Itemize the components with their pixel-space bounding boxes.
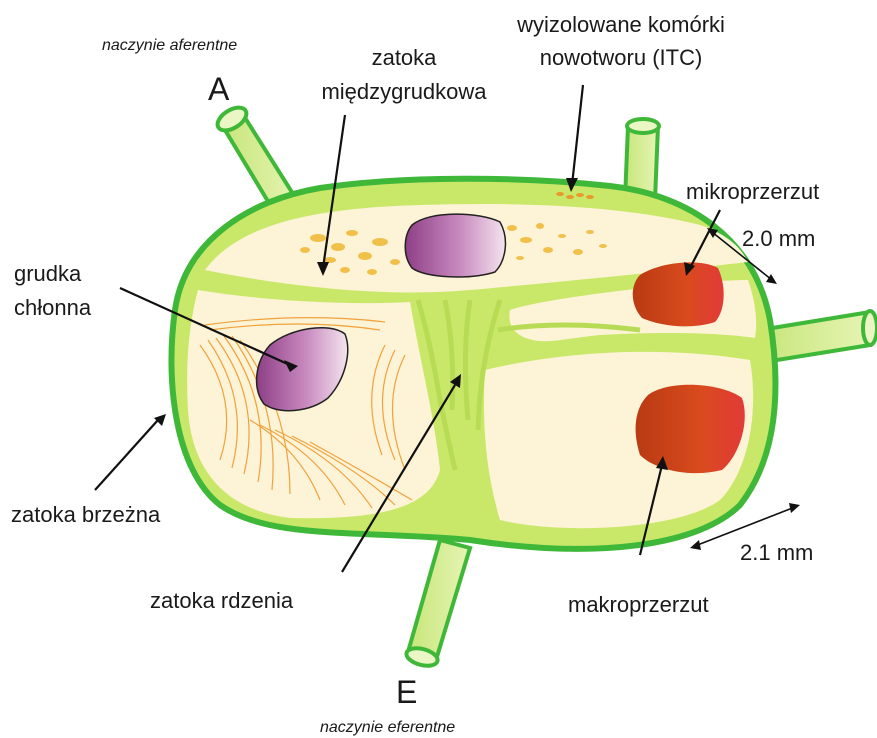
macrometastasis (636, 385, 745, 473)
efferent-vessel-label: naczynie eferentne (320, 719, 455, 736)
interfollicular-sinus-label-2: międzygrudkowa (321, 79, 487, 104)
marginal-sinus-label: zatoka brzeżna (11, 502, 161, 527)
micro-size-label: 2.0 mm (742, 226, 815, 251)
macro-size-label: 2.1 mm (740, 540, 813, 565)
afferent-vessel-right (760, 311, 877, 362)
medullary-sinus-label: zatoka rdzenia (150, 588, 294, 613)
macrometastasis-label: makroprzerzut (568, 592, 709, 617)
follicle-label-2: chłonna (14, 295, 92, 320)
afferent-letter: A (208, 71, 230, 107)
interfollicular-sinus-label-1: zatoka (372, 45, 438, 70)
itc-label-1: wyizolowane komórki (516, 12, 725, 37)
micrometastasis-label: mikroprzerzut (686, 179, 819, 204)
follicle-label-1: grudka (14, 261, 82, 286)
efferent-vessel-e (404, 540, 470, 669)
itc-label-2: nowotworu (ITC) (540, 45, 703, 70)
interfollicular-follicle (405, 214, 505, 277)
efferent-letter: E (396, 674, 417, 710)
afferent-vessel-label: naczynie aferentne (102, 37, 237, 54)
micrometastasis (633, 262, 724, 326)
